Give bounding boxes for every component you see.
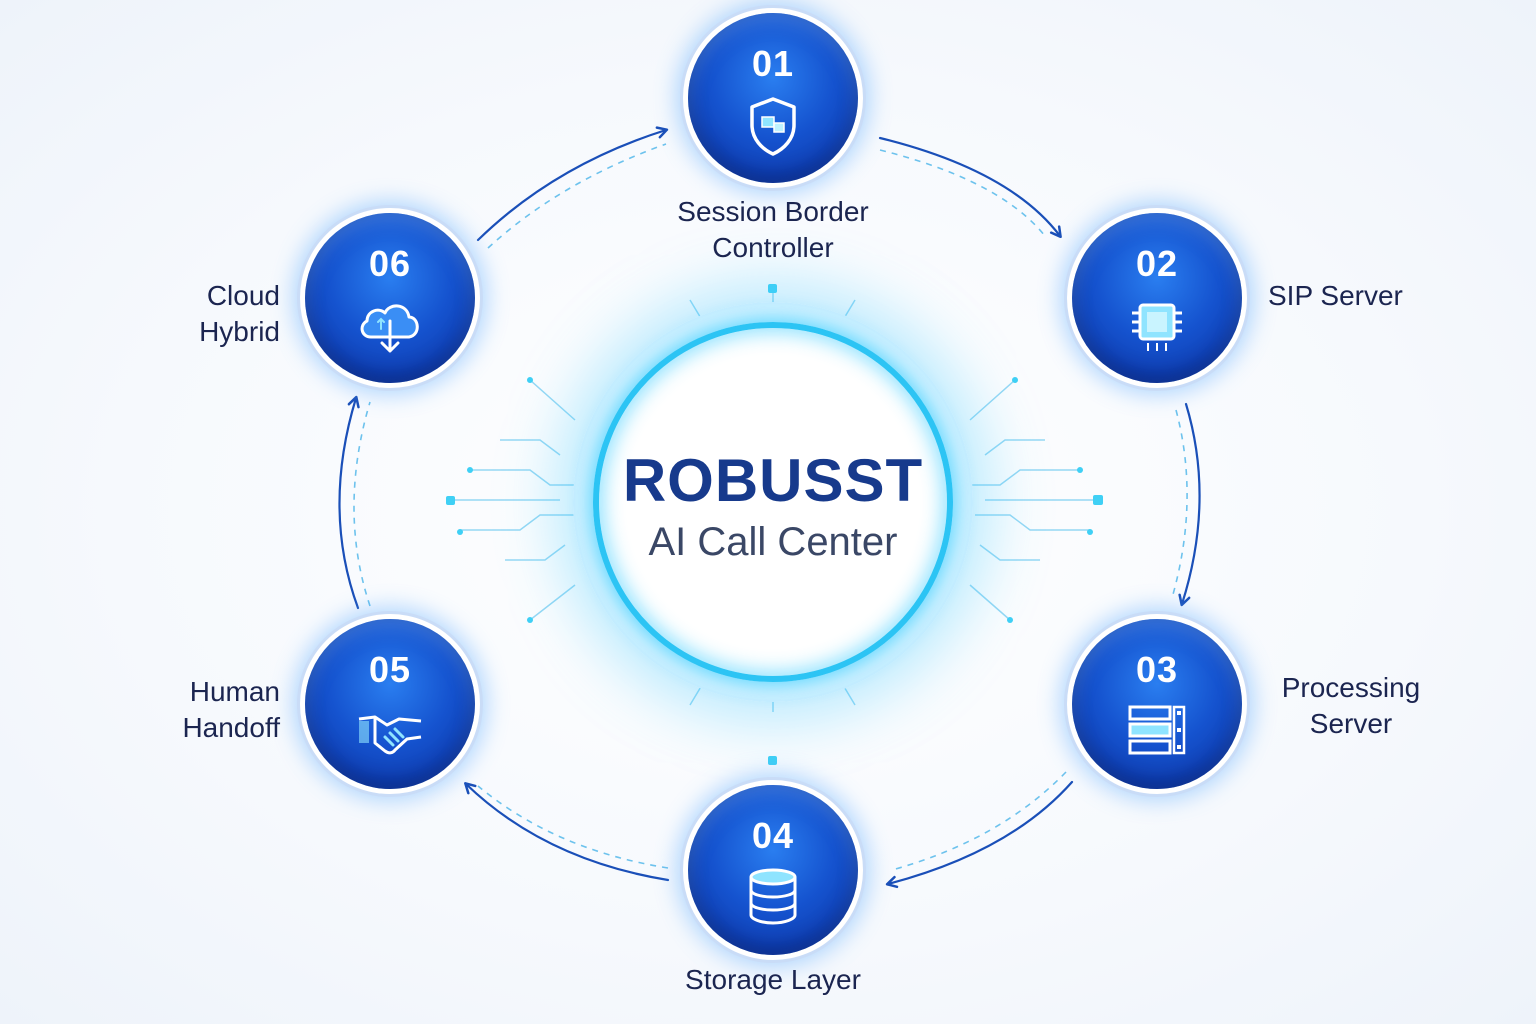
hub-subtitle: AI Call Center: [648, 520, 898, 564]
hub-title: ROBUSST: [622, 447, 924, 514]
node-number: 05: [368, 649, 412, 690]
node-04: 04: [688, 785, 858, 955]
node-05: 05: [305, 619, 475, 789]
database-icon: [738, 863, 808, 933]
circuit-traces: [450, 290, 1100, 712]
node-number: 04: [751, 815, 795, 856]
node-06: 06: [305, 213, 475, 383]
shield-icon: [738, 91, 808, 161]
arrow-05-to-06: [338, 395, 360, 610]
arrow-02-to-03: [1178, 402, 1201, 607]
arrow-06-to-01: [476, 126, 669, 242]
circuit-nodes: [446, 284, 1103, 765]
node-06-label: Cloud Hybrid: [199, 280, 280, 347]
node-03-label: Processing Server: [1281, 672, 1421, 739]
cycle-arrows: [338, 126, 1201, 889]
arrow-03-to-04: [885, 780, 1074, 889]
hub-ring: [593, 322, 953, 682]
arrow-04-to-05: [464, 782, 670, 882]
node-number: 06: [368, 243, 412, 284]
node-number: 03: [1135, 649, 1179, 690]
node-05-label: Human Handoff: [182, 676, 280, 743]
node-01-label: Session Border Controller: [677, 196, 869, 263]
cycle-arrows-dashed: [353, 143, 1188, 871]
node-02-label: SIP Server: [1268, 280, 1403, 311]
handshake-icon: [355, 697, 425, 767]
node-number: 01: [751, 43, 795, 84]
node-01: 01: [688, 13, 858, 183]
node-03: 03: [1072, 619, 1242, 789]
node-04-label: Storage Layer: [685, 964, 861, 995]
node-number: 02: [1135, 243, 1179, 284]
arrow-01-to-02: [878, 136, 1062, 239]
cloud-sync-icon: [355, 291, 425, 361]
server-rack-icon: [1122, 697, 1192, 767]
chip-icon: [1122, 291, 1192, 361]
node-02: 02: [1072, 213, 1242, 383]
